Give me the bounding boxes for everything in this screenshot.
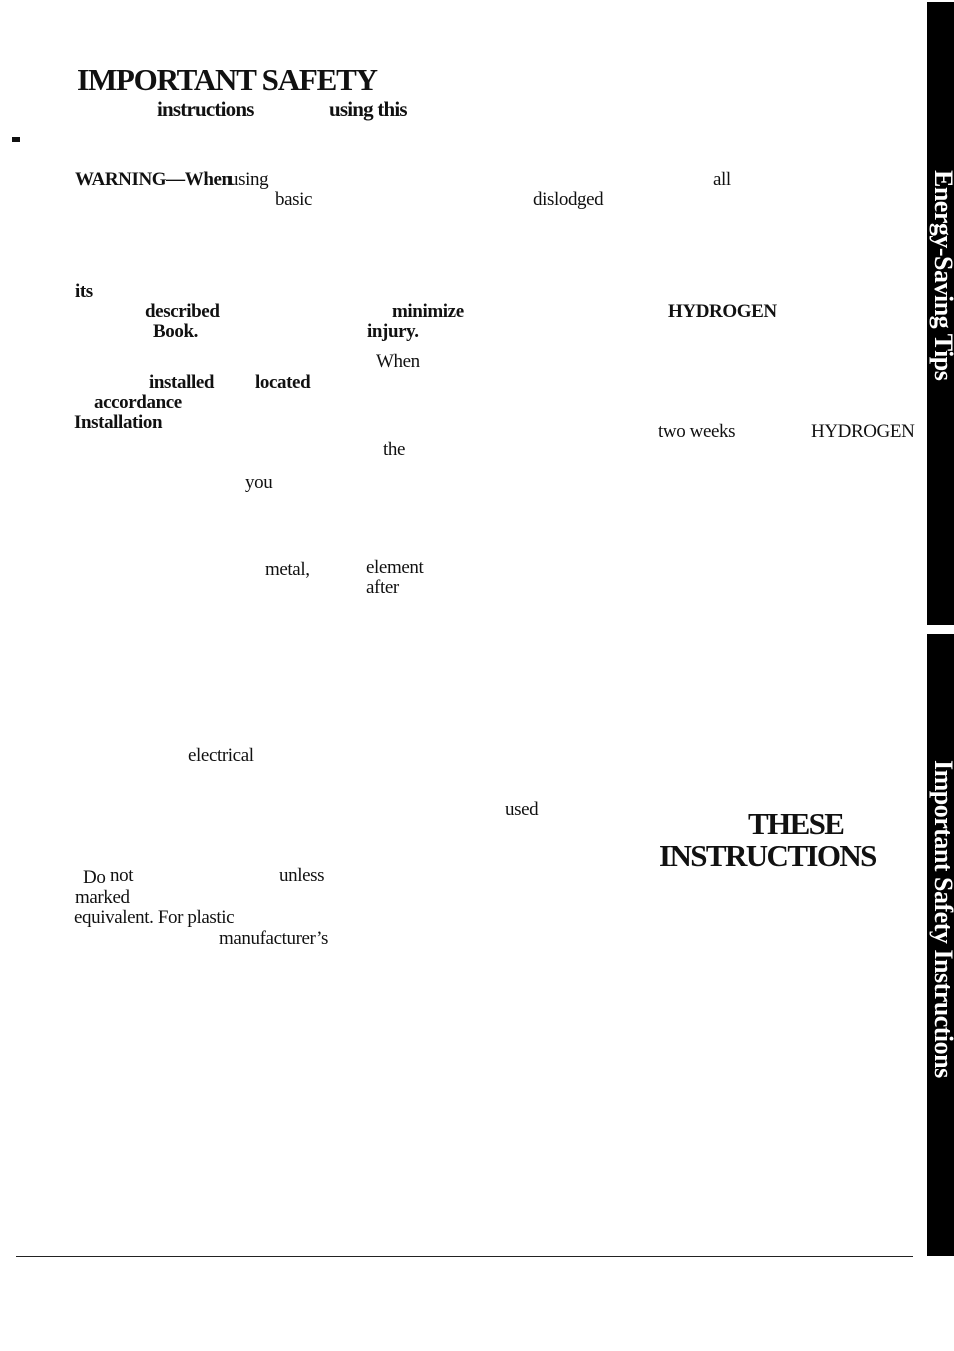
text-fragment: When — [376, 351, 420, 372]
text-fragment: equivalent. For plastic — [74, 907, 235, 928]
text-fragment: after — [366, 577, 399, 598]
text-fragment: Book. — [153, 321, 198, 342]
text-fragment: manufacturer’s — [219, 928, 329, 949]
text-fragment: Installation — [74, 412, 163, 433]
text-fragment: HYDROGEN — [811, 421, 915, 442]
text-fragment: marked — [75, 887, 130, 908]
text-fragment: two weeks — [658, 421, 736, 442]
side-tab-energy-saving-label: Energy-Saving Tips — [929, 170, 954, 381]
text-fragment: metal, — [265, 559, 310, 580]
text-fragment: accordance — [94, 392, 182, 413]
warning-label: WARNING—When — [75, 169, 232, 190]
text-fragment: unless — [279, 865, 325, 886]
text-fragment: basic — [275, 189, 313, 210]
subtitle-word-instructions: instructions — [157, 97, 254, 121]
side-tab-safety-label: Important Safety Instructions — [929, 760, 954, 1078]
text-fragment: element — [366, 557, 424, 578]
subtitle-word-using-this: using this — [329, 97, 408, 121]
text-fragment: installed — [149, 372, 215, 393]
text-fragment: located — [255, 372, 311, 393]
bullet-mark — [12, 137, 20, 142]
text-fragment: dislodged — [533, 189, 604, 210]
text-fragment: you — [245, 472, 273, 493]
text-fragment: the — [383, 439, 406, 460]
save-heading-these: THESE — [748, 806, 845, 841]
text-fragment: minimize — [392, 301, 464, 322]
text-fragment: described — [145, 301, 220, 322]
text-fragment: all — [713, 169, 731, 190]
text-fragment: Do — [83, 867, 106, 888]
text-fragment: using — [229, 169, 269, 190]
page-title: IMPORTANT SAFETY — [77, 62, 378, 97]
text-fragment: injury. — [367, 321, 419, 342]
side-tab-energy-saving — [927, 2, 954, 625]
text-fragment: HYDROGEN — [668, 301, 777, 322]
text-fragment: electrical — [188, 745, 254, 766]
text-fragment: used — [505, 799, 539, 820]
text-fragment: its — [75, 281, 93, 302]
text-fragment: not — [110, 865, 134, 886]
save-heading-instructions: INSTRUCTIONS — [659, 838, 877, 873]
footer-rule — [16, 1256, 913, 1257]
side-tab-safety — [927, 634, 954, 1256]
